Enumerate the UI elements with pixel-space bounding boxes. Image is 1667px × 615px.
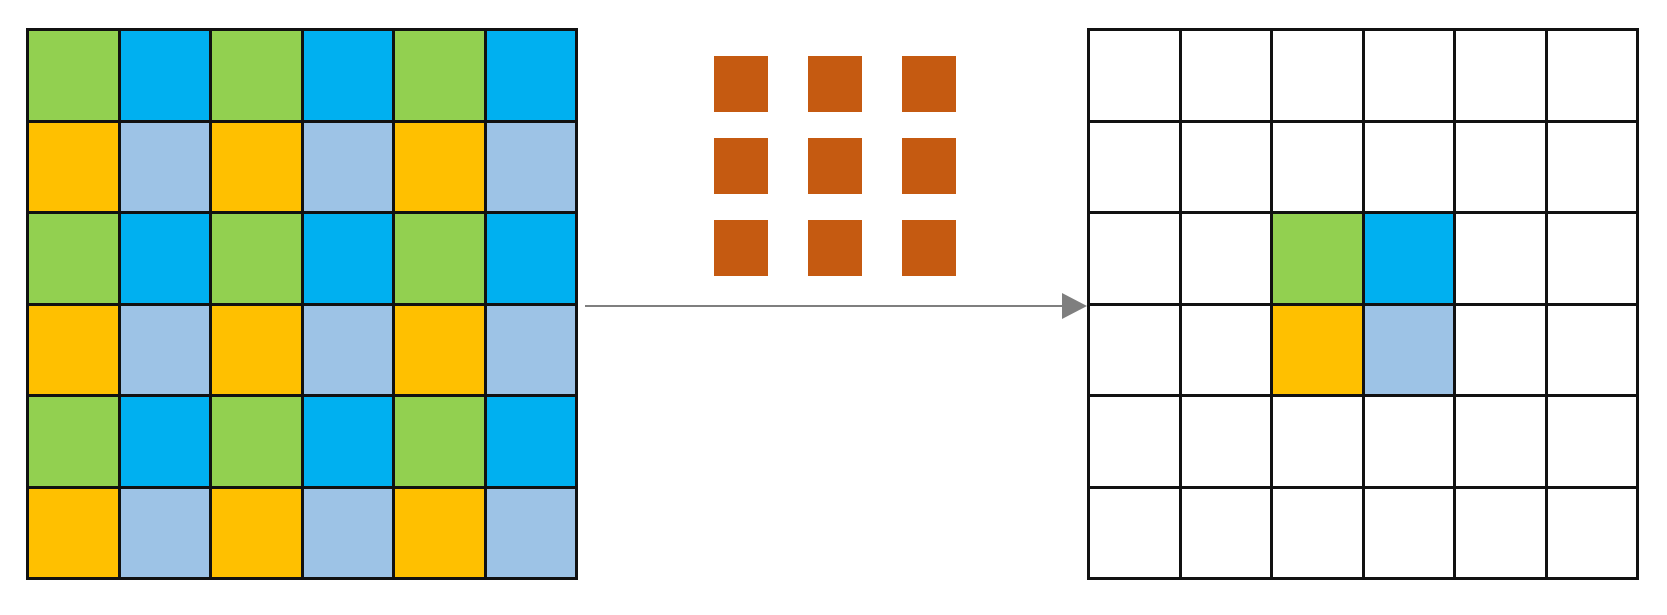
input-cell-4-5 xyxy=(486,397,578,489)
kernel-cell-0-1 xyxy=(808,56,862,112)
output-cell-4-4 xyxy=(1456,397,1548,489)
input-cell-0-2 xyxy=(212,31,304,123)
input-cell-1-1 xyxy=(120,122,212,214)
output-cell-1-1 xyxy=(1181,122,1273,214)
input-cell-3-5 xyxy=(486,305,578,397)
output-cell-2-4 xyxy=(1456,214,1548,306)
output-cell-0-4 xyxy=(1456,31,1548,123)
output-cell-5-3 xyxy=(1364,488,1456,580)
output-cell-3-4 xyxy=(1456,305,1548,397)
output-cell-3-5 xyxy=(1547,305,1639,397)
output-cell-5-0 xyxy=(1090,488,1182,580)
input-cell-5-1 xyxy=(120,488,212,580)
output-cell-3-0 xyxy=(1090,305,1182,397)
output-cell-2-1 xyxy=(1181,214,1273,306)
kernel-cell-1-1 xyxy=(808,138,862,194)
output-cell-4-5 xyxy=(1547,397,1639,489)
input-cell-1-3 xyxy=(303,122,395,214)
input-cell-3-3 xyxy=(303,305,395,397)
kernel-cell-1-0 xyxy=(714,138,768,194)
output-cell-4-0 xyxy=(1090,397,1182,489)
output-cell-5-2 xyxy=(1273,488,1365,580)
kernel-cell-0-0 xyxy=(714,56,768,112)
kernel-cell-2-2 xyxy=(902,220,956,276)
kernel-cell-2-0 xyxy=(714,220,768,276)
input-cell-3-0 xyxy=(29,305,121,397)
output-cell-5-1 xyxy=(1181,488,1273,580)
output-cell-0-5 xyxy=(1547,31,1639,123)
input-cell-3-1 xyxy=(120,305,212,397)
output-cell-0-1 xyxy=(1181,31,1273,123)
input-cell-0-0 xyxy=(29,31,121,123)
output-cell-1-5 xyxy=(1547,122,1639,214)
input-cell-4-2 xyxy=(212,397,304,489)
output-cell-1-2 xyxy=(1273,122,1365,214)
output-cell-1-0 xyxy=(1090,122,1182,214)
output-cell-0-3 xyxy=(1364,31,1456,123)
kernel-cell-1-2 xyxy=(902,138,956,194)
output-cell-2-2 xyxy=(1273,214,1365,306)
input-cell-5-5 xyxy=(486,488,578,580)
input-cell-4-4 xyxy=(395,397,487,489)
input-cell-0-5 xyxy=(486,31,578,123)
input-cell-1-5 xyxy=(486,122,578,214)
kernel-cell-0-2 xyxy=(902,56,956,112)
input-cell-5-0 xyxy=(29,488,121,580)
output-cell-5-4 xyxy=(1456,488,1548,580)
output-cell-0-0 xyxy=(1090,31,1182,123)
arrow-head-icon xyxy=(1062,293,1087,319)
input-cell-1-0 xyxy=(29,122,121,214)
output-cell-2-3 xyxy=(1364,214,1456,306)
input-cell-2-5 xyxy=(486,214,578,306)
output-grid xyxy=(1087,28,1639,580)
input-cell-3-2 xyxy=(212,305,304,397)
input-cell-4-0 xyxy=(29,397,121,489)
output-cell-4-2 xyxy=(1273,397,1365,489)
output-cell-3-1 xyxy=(1181,305,1273,397)
output-cell-2-5 xyxy=(1547,214,1639,306)
input-cell-0-4 xyxy=(395,31,487,123)
output-cell-0-2 xyxy=(1273,31,1365,123)
input-cell-4-1 xyxy=(120,397,212,489)
kernel-grid xyxy=(714,56,956,278)
input-cell-5-2 xyxy=(212,488,304,580)
input-cell-2-3 xyxy=(303,214,395,306)
output-cell-5-5 xyxy=(1547,488,1639,580)
input-cell-4-3 xyxy=(303,397,395,489)
kernel-cell-2-1 xyxy=(808,220,862,276)
output-cell-4-1 xyxy=(1181,397,1273,489)
input-cell-3-4 xyxy=(395,305,487,397)
output-cell-3-3 xyxy=(1364,305,1456,397)
output-cell-1-3 xyxy=(1364,122,1456,214)
input-cell-1-2 xyxy=(212,122,304,214)
input-cell-5-3 xyxy=(303,488,395,580)
input-cell-5-4 xyxy=(395,488,487,580)
input-cell-2-1 xyxy=(120,214,212,306)
input-cell-2-4 xyxy=(395,214,487,306)
input-grid xyxy=(26,28,578,580)
output-cell-1-4 xyxy=(1456,122,1548,214)
input-cell-0-3 xyxy=(303,31,395,123)
output-cell-3-2 xyxy=(1273,305,1365,397)
input-cell-2-0 xyxy=(29,214,121,306)
output-cell-2-0 xyxy=(1090,214,1182,306)
input-cell-0-1 xyxy=(120,31,212,123)
output-cell-4-3 xyxy=(1364,397,1456,489)
input-cell-1-4 xyxy=(395,122,487,214)
input-cell-2-2 xyxy=(212,214,304,306)
